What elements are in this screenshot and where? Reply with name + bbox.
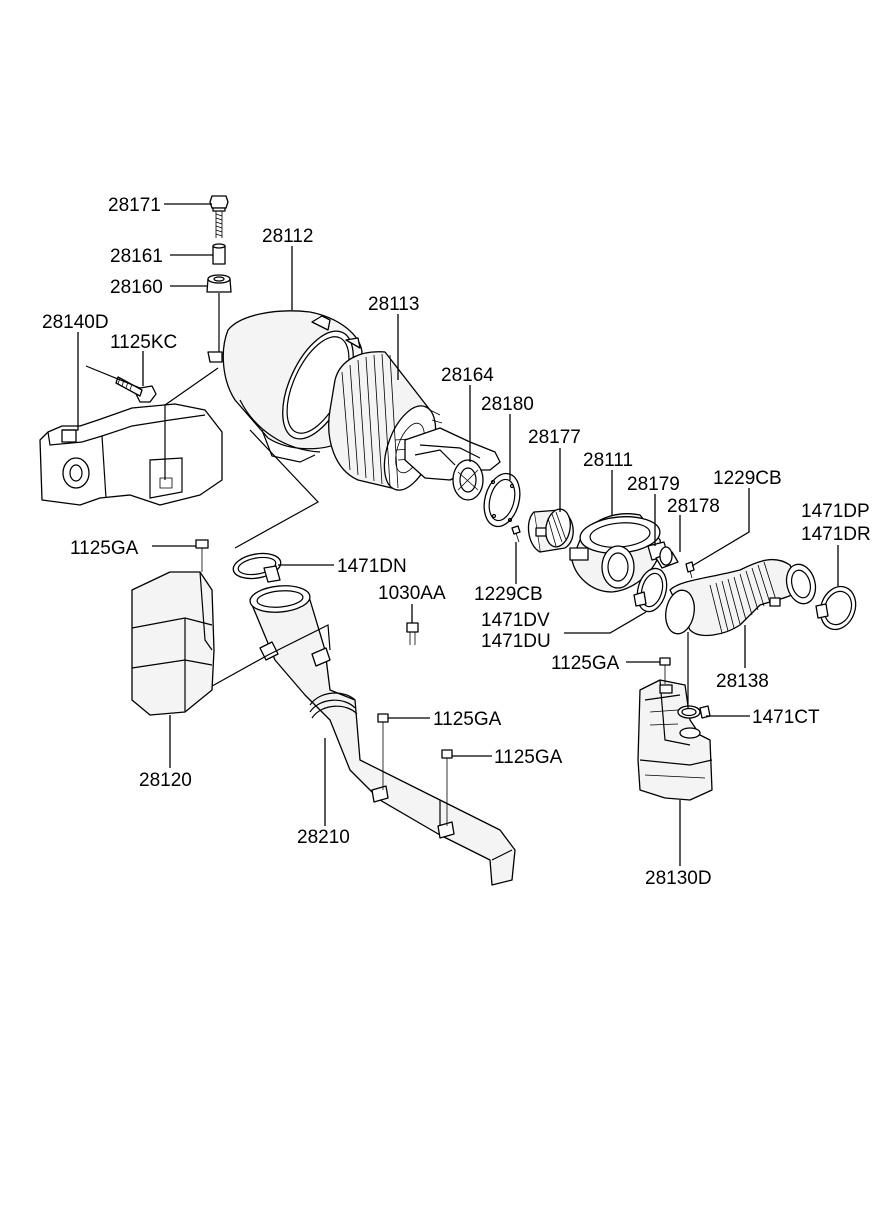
label-28164: 28164 [441, 365, 494, 386]
label-1471dp: 1471DP [801, 501, 870, 522]
label-28177: 28177 [528, 427, 581, 448]
screw-1229cb-lower [511, 525, 521, 543]
grommet-28160 [206, 274, 232, 293]
resonator-cover-28120 [131, 539, 215, 716]
bolt-1125kc [115, 376, 157, 403]
spacer-28161 [212, 243, 226, 265]
clamp-1471dv [633, 567, 668, 613]
label-28111: 28111 [583, 450, 633, 471]
assembly-line-duct [204, 624, 331, 691]
label-1229cb-upper: 1229CB [713, 468, 782, 489]
label-1030aa: 1030AA [378, 583, 446, 604]
label-28140d: 28140D [42, 312, 109, 333]
label-28178: 28178 [667, 496, 720, 517]
intake-hose-28138 [665, 558, 817, 637]
label-1125ga-duct-upper: 1125GA [433, 709, 502, 730]
cover-28111 [569, 513, 662, 593]
element-bracket-28164 [404, 427, 501, 501]
label-1229cb-lower: 1229CB [474, 584, 543, 605]
label-28112: 28112 [262, 226, 313, 247]
label-1125ga-duct-lower: 1125GA [494, 747, 563, 768]
filter-28177 [527, 508, 574, 553]
clamp-1471dn [232, 552, 282, 583]
bolt-28171 [209, 195, 229, 238]
oring-28178 [659, 546, 673, 566]
gasket-28180 [483, 472, 521, 528]
label-28179: 28179 [627, 474, 680, 495]
screw-1229cb-upper [685, 561, 695, 579]
label-1471du: 1471DU [481, 631, 551, 652]
label-1125ga-right: 1125GA [551, 653, 620, 674]
label-1471dr: 1471DR [801, 524, 871, 545]
clamp-1471dp [815, 585, 857, 631]
bolt-1125ga-duct-upper [377, 713, 389, 790]
label-1471dv: 1471DV [481, 610, 550, 631]
assembly-line-housing [234, 429, 319, 549]
label-28210: 28210 [297, 827, 350, 848]
bolt-1125ga-duct-lower [441, 749, 453, 826]
label-28160: 28160 [110, 277, 163, 298]
filter-housing-28112 [207, 310, 363, 463]
leader-lines [62, 203, 839, 866]
air-duct-28210 [249, 585, 516, 886]
resonator-28130d [637, 657, 713, 801]
label-28180: 28180 [481, 394, 534, 415]
label-28138: 28138 [716, 671, 769, 692]
bolt-1030aa [406, 622, 419, 645]
label-28171: 28171 [108, 195, 161, 216]
assembly-line-bracket [85, 365, 219, 480]
label-28120: 28120 [139, 770, 192, 791]
label-28113: 28113 [368, 294, 419, 315]
label-1125kc: 1125KC [110, 332, 177, 353]
label-1471ct: 1471CT [752, 707, 820, 728]
bracket-28140d [39, 403, 223, 506]
part-labels: 28171 28161 28160 28112 28113 28140D 112… [42, 195, 871, 889]
label-28130d: 28130D [645, 868, 712, 889]
label-1125ga-left: 1125GA [70, 538, 139, 559]
label-28161: 28161 [110, 246, 163, 267]
label-1471dn: 1471DN [337, 556, 407, 577]
